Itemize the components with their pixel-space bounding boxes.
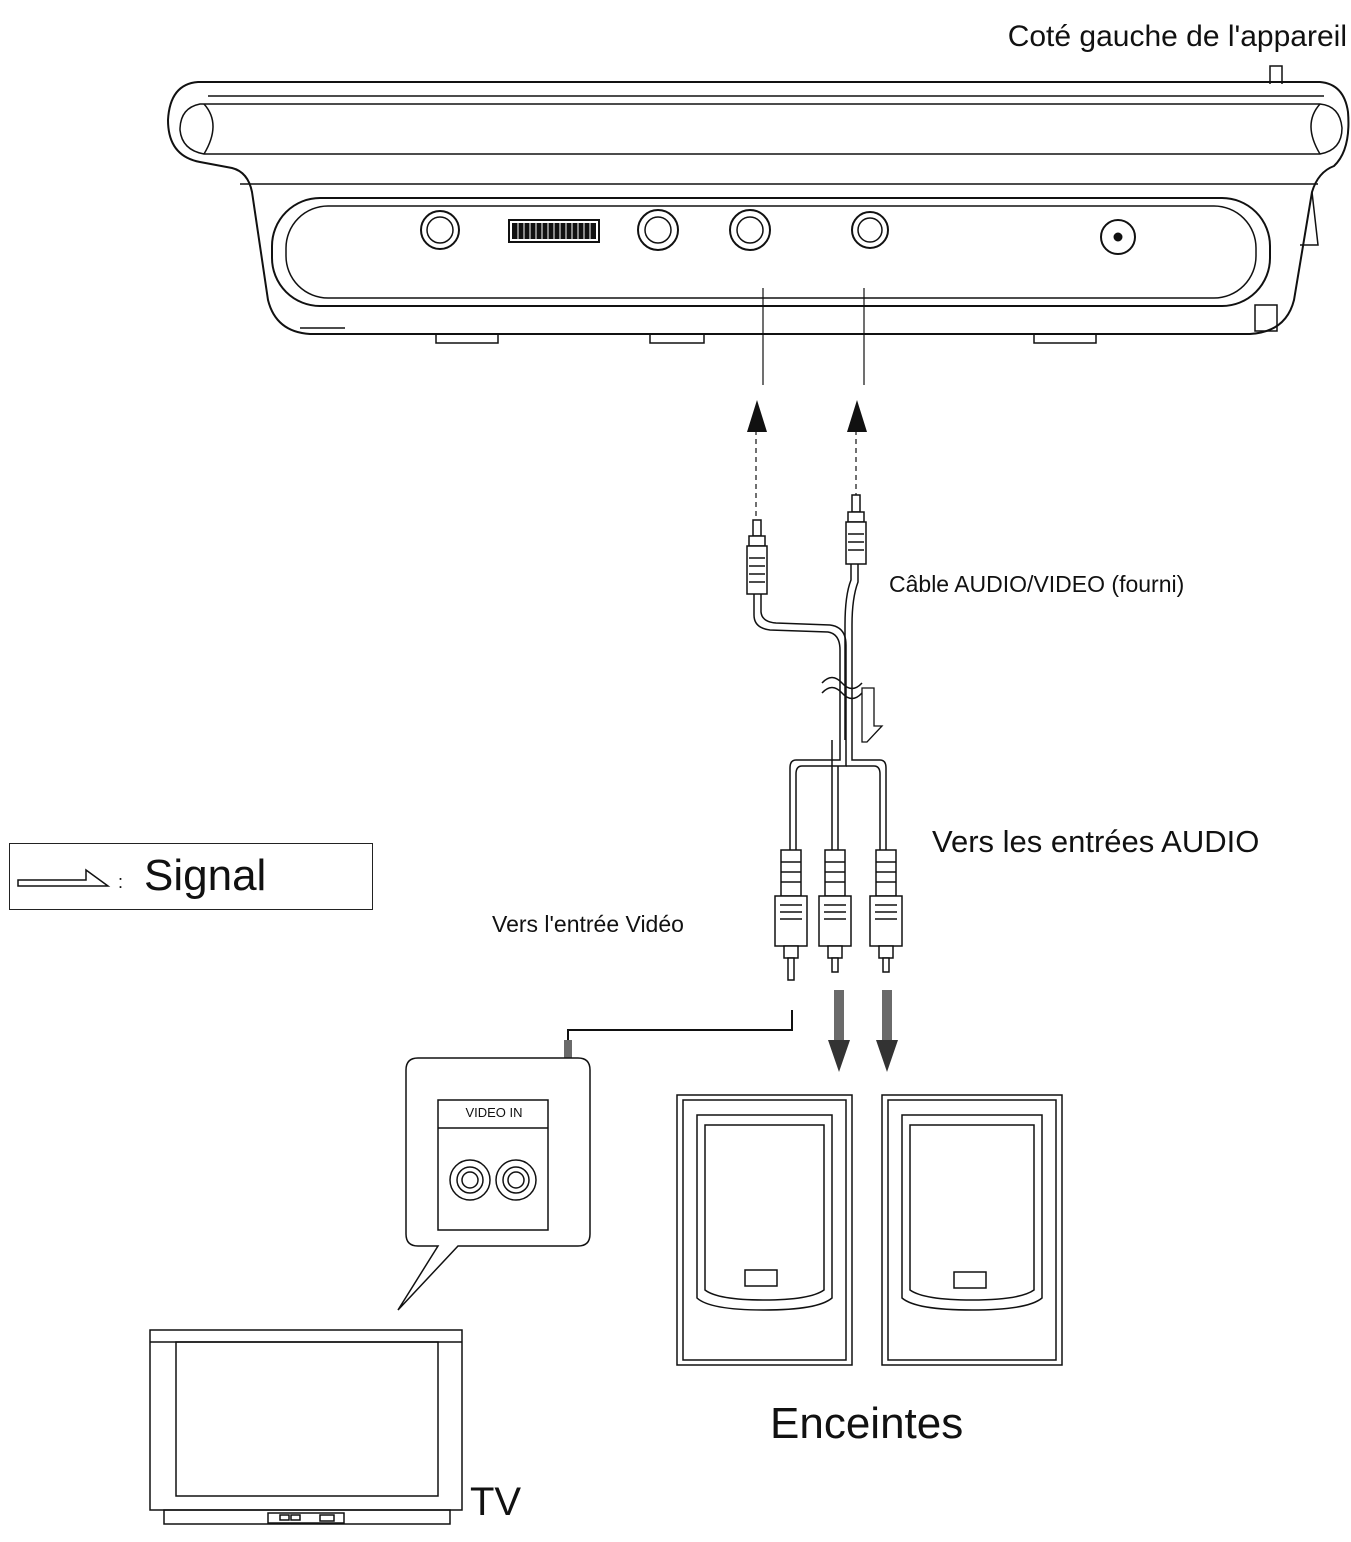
audio-inputs-label: Vers les entrées AUDIO [932, 824, 1260, 859]
signal-direction-arrow [861, 687, 884, 743]
device-side-label: Coté gauche de l'appareil [1007, 20, 1347, 53]
signal-arrow-icon: : [17, 868, 123, 892]
audio-signal-arrows [828, 990, 898, 1072]
dvd-player-side-view [166, 65, 1350, 344]
volume-wheel [508, 219, 600, 243]
jack-left [637, 209, 679, 251]
rca-plug-audio-left [818, 849, 852, 973]
signal-legend: : Signal [9, 843, 373, 910]
video-input-label: Vers l'entrée Vidéo [492, 911, 684, 937]
legend-separator: : [118, 872, 123, 892]
speaker-left [676, 1094, 853, 1366]
up-arrows [747, 400, 867, 432]
speakers-label: Enceintes [770, 1399, 964, 1448]
rca-plug-audio-right [869, 849, 903, 973]
tv-set [149, 1329, 463, 1525]
headphone-jack [420, 210, 460, 250]
speaker-right [881, 1094, 1063, 1366]
mini-plug-audio [845, 494, 867, 565]
video-out-jack [729, 209, 771, 251]
legend-label: Signal [144, 851, 267, 900]
mini-plug-video [746, 519, 768, 595]
dc-in-jack [1100, 219, 1136, 255]
av-cable [753, 564, 887, 850]
rca-plug-video [774, 849, 808, 981]
tv-label: TV [470, 1480, 522, 1524]
video-in-label: VIDEO IN [465, 1105, 523, 1120]
audio-out-jack [851, 211, 889, 249]
video-in-callout [397, 1057, 591, 1311]
connection-guide-lines [755, 288, 865, 520]
av-cable-label: Câble AUDIO/VIDEO (fourni) [889, 571, 1185, 597]
